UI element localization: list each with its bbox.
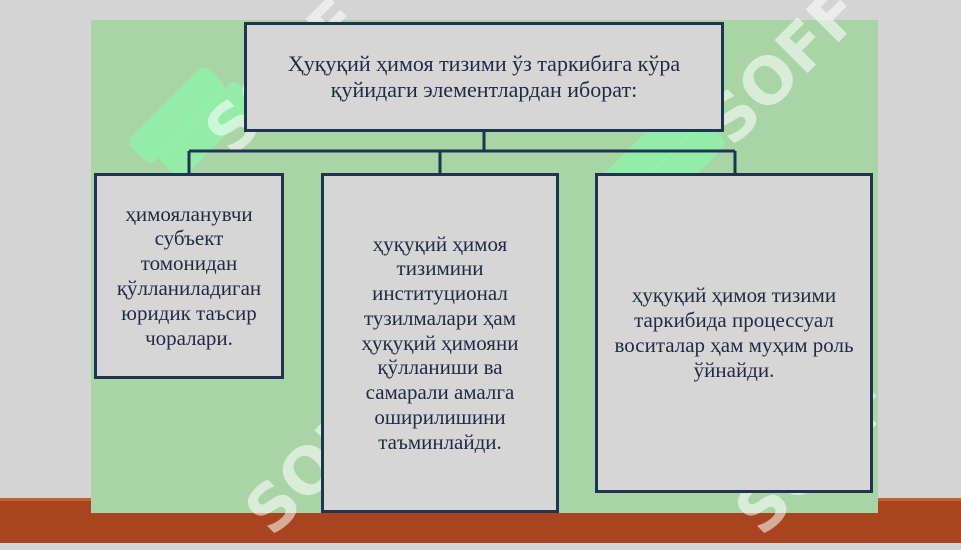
- root-node-text: Ҳуқуқий ҳимоя тизими ўз таркибига кўра қ…: [287, 51, 681, 102]
- child-node-1: ҳимояланувчи субъект томонидан қўлланила…: [94, 173, 284, 379]
- root-node: Ҳуқуқий ҳимоя тизими ўз таркибига кўра қ…: [244, 22, 724, 132]
- child-node-3-text: ҳуқуқий ҳимоя тизими таркибида процессуа…: [614, 283, 854, 382]
- child-node-3: ҳуқуқий ҳимоя тизими таркибида процессуа…: [595, 173, 873, 493]
- child-node-2: ҳуқуқий ҳимоя тизимини институционал туз…: [321, 173, 559, 513]
- child-node-1-text: ҳимояланувчи субъект томонидан қўлланила…: [116, 201, 262, 350]
- child-node-2-text: ҳуқуқий ҳимоя тизимини институционал туз…: [361, 231, 519, 454]
